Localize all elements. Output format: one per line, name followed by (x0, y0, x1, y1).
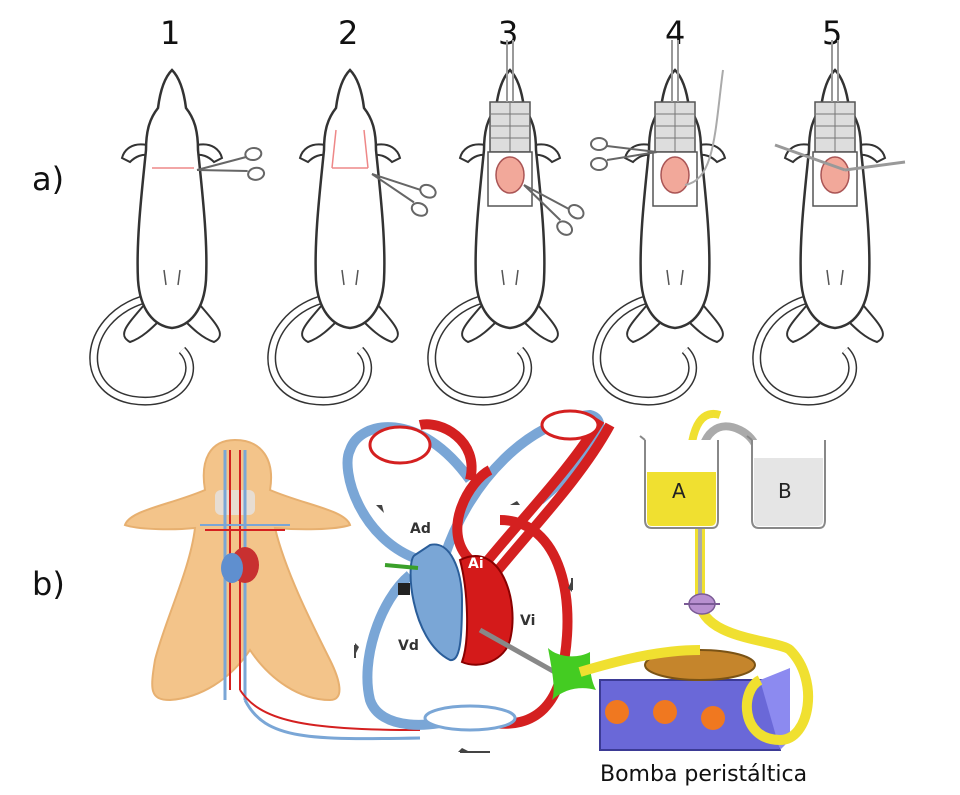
circulation-diagram (348, 411, 610, 752)
label-vd: Vd (398, 638, 419, 654)
rat-step-2 (272, 70, 438, 401)
label-vi: Vi (520, 613, 535, 629)
label-ad: Ad (410, 521, 431, 537)
rat-step-4 (591, 40, 725, 401)
pump-caption: Bomba peristáltica (600, 762, 807, 787)
rat-step-1 (94, 70, 265, 401)
beaker-a-label: A (672, 479, 686, 503)
rat-step-5 (757, 40, 905, 401)
label-ai: Ai (468, 556, 484, 572)
rat-body-vasculature (125, 440, 420, 739)
rat-step-3 (432, 40, 586, 401)
beaker-b-label: B (778, 479, 792, 503)
